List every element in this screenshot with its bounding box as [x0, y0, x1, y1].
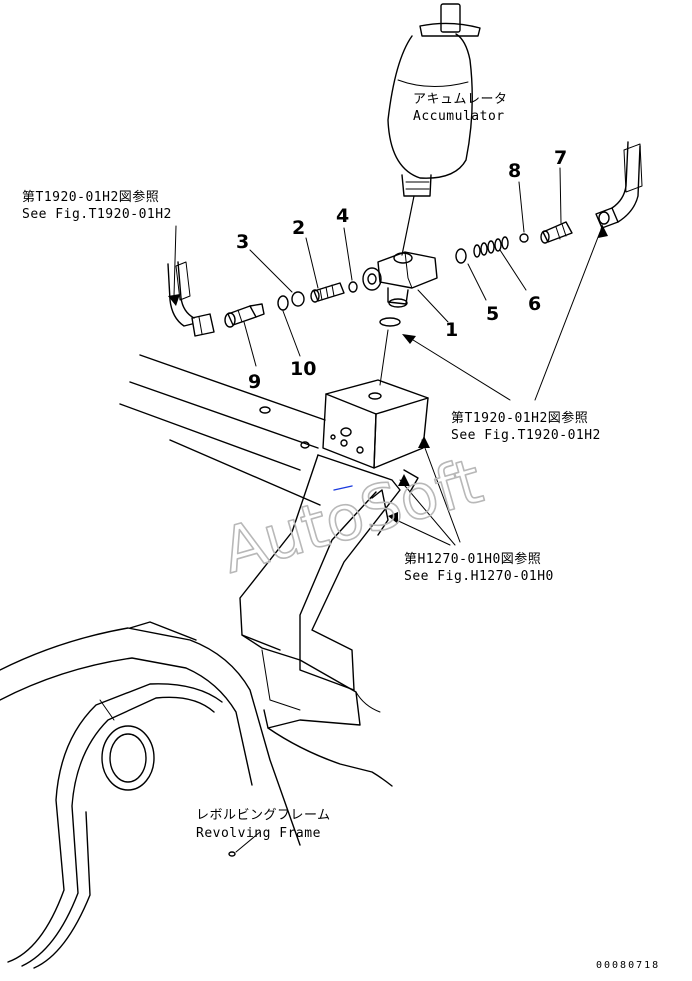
spring-part-6	[473, 236, 509, 258]
ref-right-label-en: See Fig.T1920-01H2	[451, 428, 601, 443]
accumulator-label-jp: アキュムレータ	[413, 92, 508, 107]
mounting-block	[322, 379, 429, 491]
part-number-10: 10	[290, 358, 316, 380]
part-number-7: 7	[554, 147, 567, 169]
ref-bracket-label-jp: 第H1270-01H0図参照	[404, 551, 541, 567]
frame-label-jp: レボルビングフレーム	[196, 808, 331, 823]
part-number-9: 9	[248, 371, 261, 393]
right-hose	[595, 141, 643, 229]
drawing-code: 00080718	[596, 960, 660, 971]
o-ring-block	[379, 317, 401, 327]
left-hose	[167, 261, 215, 337]
part-number-1: 1	[445, 319, 458, 341]
o-ring-part-10	[277, 295, 289, 311]
ref-left-label-jp: 第T1920-01H2図参照	[22, 189, 159, 205]
washer-part-4	[348, 281, 358, 293]
part-number-2: 2	[292, 217, 305, 239]
fitting-part-7	[540, 221, 573, 244]
ref-right-label-jp: 第T1920-01H2図参照	[451, 410, 588, 426]
part-number-5: 5	[486, 303, 499, 325]
part-number-4: 4	[336, 205, 349, 227]
part-number-3: 3	[236, 231, 249, 253]
accumulator-label-en: Accumulator	[413, 109, 505, 124]
fitting-part-9	[224, 303, 265, 328]
ref-bracket-label-en: See Fig.H1270-01H0	[404, 569, 554, 584]
fitting-part-2	[310, 282, 345, 303]
accumulator	[387, 3, 481, 256]
seal-part-5	[455, 248, 467, 264]
bracket	[239, 454, 419, 691]
frame-label-en: Revolving Frame	[196, 826, 321, 841]
revolving-frame	[0, 354, 393, 969]
ball-part-8	[519, 233, 529, 243]
ref-left-label-en: See Fig.T1920-01H2	[22, 207, 172, 222]
valve-body	[362, 251, 438, 308]
part-number-8: 8	[508, 160, 521, 182]
arrowheads	[168, 224, 608, 524]
leader-lines	[173, 167, 601, 853]
part-number-6: 6	[528, 293, 541, 315]
o-ring-part-3	[291, 291, 305, 307]
